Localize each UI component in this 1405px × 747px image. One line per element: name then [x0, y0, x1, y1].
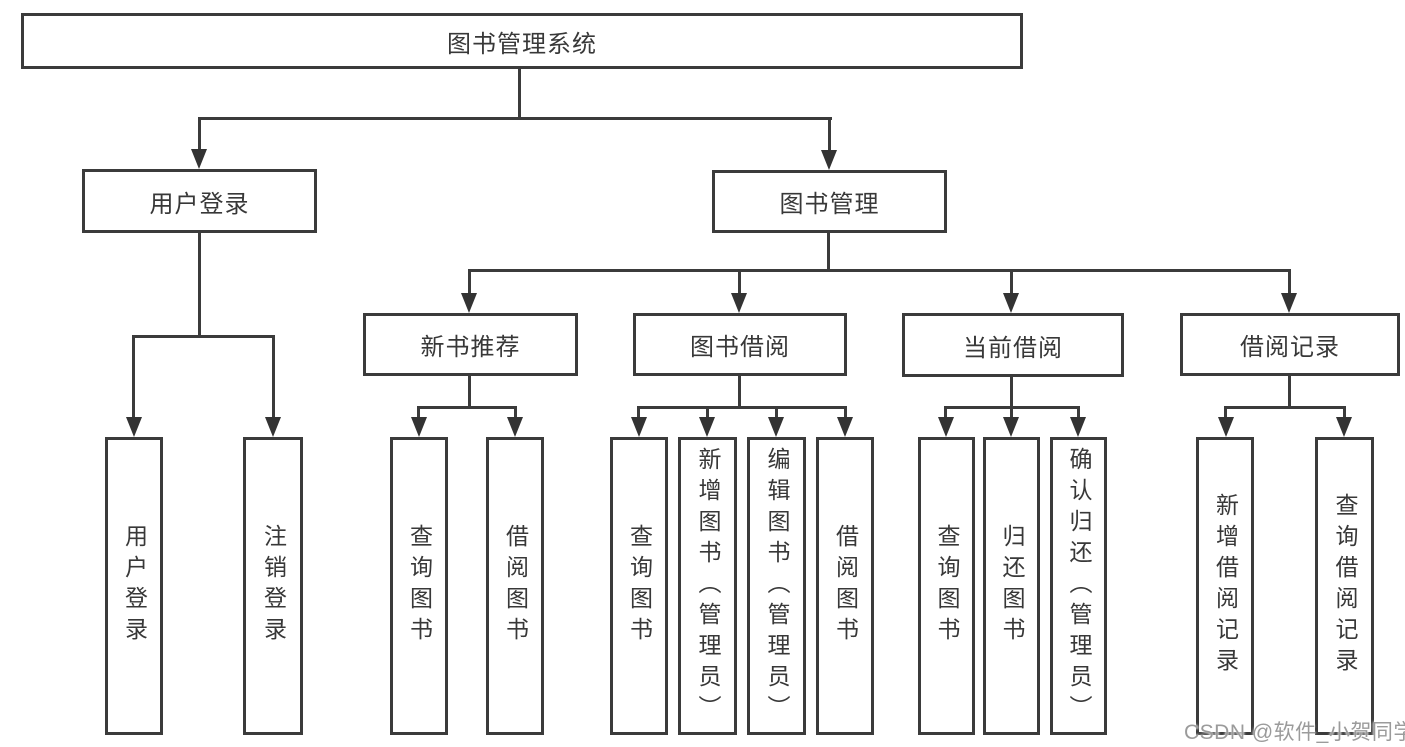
- leaf-query-books-current: 查询图书: [918, 437, 975, 735]
- node-new-book-recommend: 新书推荐: [363, 313, 578, 376]
- arrowhead-icon: [768, 417, 784, 437]
- leaf-borrow-books-label: 借阅图书: [832, 524, 859, 648]
- leaf-user-login-label: 用户登录: [121, 524, 148, 648]
- leaf-query-borrow-record-label: 查询借阅记录: [1332, 493, 1358, 679]
- arrowhead-icon: [191, 149, 207, 169]
- node-root-library-system: 图书管理系统: [21, 13, 1023, 69]
- node-borrowing-records: 借阅记录: [1180, 313, 1400, 376]
- leaf-edit-books-admin: 编辑图书（管理员）: [747, 437, 806, 735]
- node-user-login: 用户登录: [82, 169, 317, 233]
- arrowhead-icon: [1218, 417, 1234, 437]
- arrowhead-icon: [1336, 417, 1352, 437]
- node-book-management: 图书管理: [712, 170, 947, 233]
- node-book-borrowing-label: 图书借阅: [690, 334, 790, 361]
- arrowhead-icon: [126, 417, 142, 437]
- arrowhead-icon: [1003, 417, 1019, 437]
- arrowhead-icon: [699, 417, 715, 437]
- leaf-return-books-label: 归还图书: [999, 524, 1025, 648]
- node-root-label: 图书管理系统: [447, 30, 597, 58]
- csdn-watermark: CSDN @软件_小贺同学: [1184, 721, 1405, 744]
- arrowhead-icon: [1281, 293, 1297, 313]
- leaf-add-books-admin-label: 新增图书（管理员）: [695, 446, 721, 726]
- arrowhead-icon: [461, 293, 477, 313]
- leaf-edit-books-admin-label: 编辑图书（管理员）: [764, 446, 790, 726]
- leaf-query-books-borrowing-label: 查询图书: [626, 524, 653, 648]
- leaf-confirm-return-admin: 确认归还（管理员）: [1050, 437, 1107, 735]
- arrowhead-icon: [1003, 293, 1019, 313]
- leaf-query-books-current-label: 查询图书: [934, 524, 960, 648]
- arrowhead-icon: [837, 417, 853, 437]
- arrowhead-icon: [265, 417, 281, 437]
- leaf-query-books-recommend-label: 查询图书: [406, 524, 433, 648]
- leaf-query-books-borrowing: 查询图书: [610, 437, 668, 735]
- leaf-add-borrow-record-label: 新增借阅记录: [1212, 493, 1239, 679]
- arrowhead-icon: [938, 417, 954, 437]
- leaf-user-login: 用户登录: [105, 437, 163, 735]
- node-new-book-recommend-label: 新书推荐: [420, 334, 521, 361]
- leaf-query-borrow-record: 查询借阅记录: [1315, 437, 1374, 735]
- arrowhead-icon: [1070, 417, 1086, 437]
- leaf-borrow-books-recommend-label: 借阅图书: [502, 524, 529, 648]
- leaf-return-books: 归还图书: [983, 437, 1040, 735]
- node-current-borrowing-label: 当前借阅: [963, 334, 1063, 362]
- leaf-query-books-recommend: 查询图书: [390, 437, 448, 735]
- leaf-logout-label: 注销登录: [260, 524, 287, 648]
- leaf-add-borrow-record: 新增借阅记录: [1196, 437, 1254, 735]
- node-current-borrowing: 当前借阅: [902, 313, 1124, 377]
- arrowhead-icon: [821, 150, 837, 170]
- node-book-borrowing: 图书借阅: [633, 313, 847, 376]
- leaf-borrow-books: 借阅图书: [816, 437, 874, 735]
- arrowhead-icon: [731, 293, 747, 313]
- leaf-logout: 注销登录: [243, 437, 303, 735]
- leaf-borrow-books-recommend: 借阅图书: [486, 437, 544, 735]
- arrowhead-icon: [631, 417, 647, 437]
- node-user-login-label: 用户登录: [149, 190, 250, 218]
- arrowhead-icon: [507, 417, 523, 437]
- node-borrowing-records-label: 借阅记录: [1240, 334, 1340, 361]
- node-book-management-label: 图书管理: [779, 191, 880, 218]
- leaf-add-books-admin: 新增图书（管理员）: [678, 437, 737, 735]
- arrowhead-icon: [411, 417, 427, 437]
- leaf-confirm-return-admin-label: 确认归还（管理员）: [1066, 446, 1092, 726]
